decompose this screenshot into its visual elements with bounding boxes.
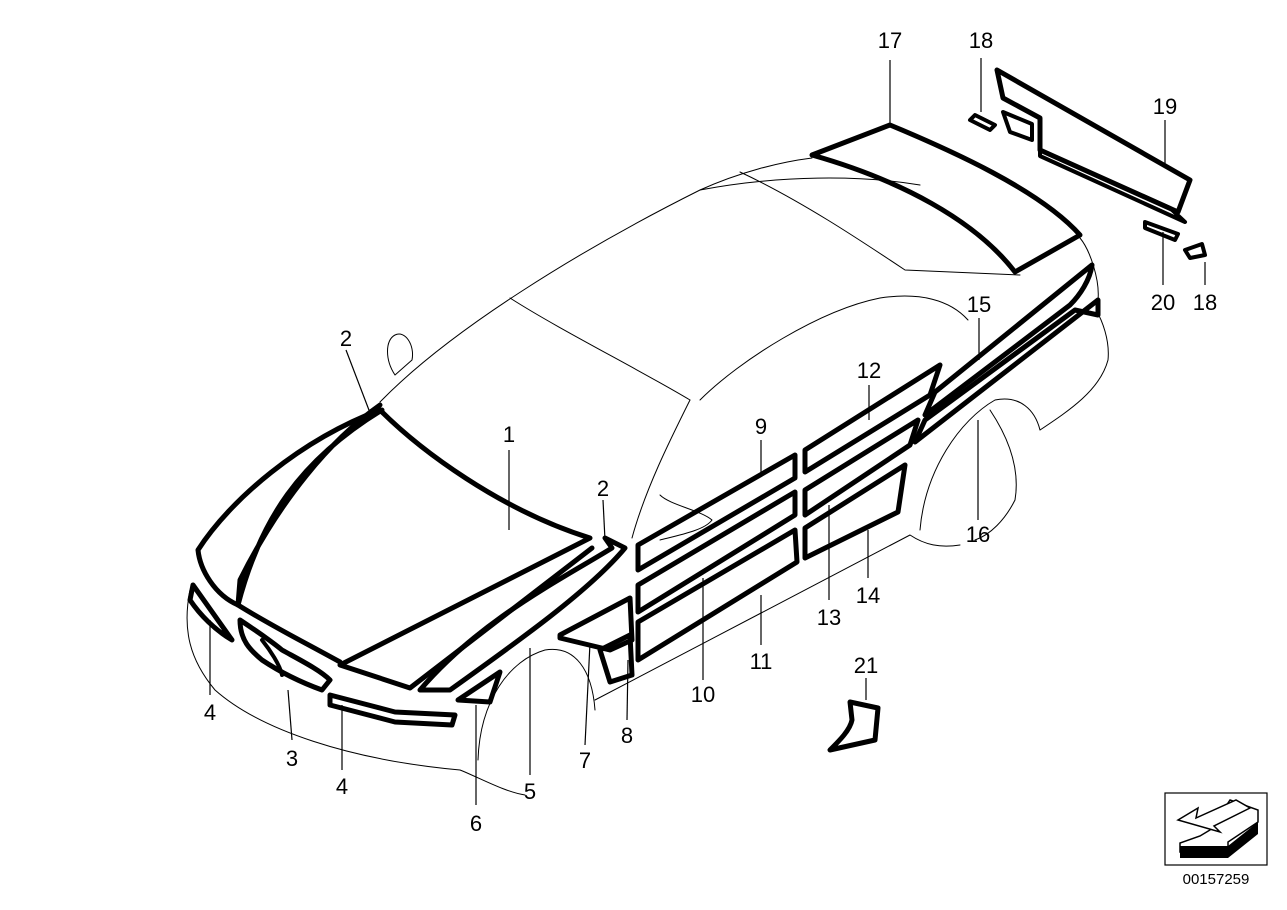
car-body-outline [186,157,1109,796]
bonnet-foil [337,407,595,691]
callout-1: 1 [503,422,515,447]
kidney-grille [237,617,333,693]
trim-parts [187,67,1207,753]
callout-12: 12 [857,358,881,383]
callout-3: 3 [286,746,298,771]
callout-2-right: 2 [597,476,609,501]
callout-4-right: 4 [336,774,348,799]
door-foil-lower-rear [802,462,908,561]
trim-strip-foil [1143,220,1180,242]
hood-stripe-left [235,402,385,608]
diagram-code: 00157259 [1183,871,1250,888]
emblem-foil-left [968,113,997,132]
arrow-pointer-icon [1176,799,1259,858]
front-fender-foil [557,595,635,653]
door-foil-upper-front [635,452,798,573]
callout-19: 19 [1153,94,1177,119]
callout-13: 13 [817,605,841,630]
callout-17: 17 [878,28,902,53]
callout-14: 14 [856,583,880,608]
fender-foil [455,669,503,705]
door-foil-upper-rear [802,362,943,475]
callout-9: 9 [755,414,767,439]
rear-quarter-foil-upper [922,262,1095,418]
callout-18-top: 18 [969,28,993,53]
door-foil-mid-rear [802,417,921,518]
pillar-foil [827,699,881,753]
door-foil-lower-front [635,527,800,663]
callout-5: 5 [524,779,536,804]
leader-lines [209,58,1206,805]
bonnet-edge [195,407,383,665]
callout-21: 21 [854,653,878,678]
callout-4-left: 4 [204,700,216,725]
callout-20: 20 [1151,290,1175,315]
callout-8: 8 [621,723,633,748]
callout-10: 10 [691,682,715,707]
callout-15: 15 [967,292,991,317]
trunk-lid-foil [809,122,1083,275]
callout-7: 7 [579,748,591,773]
orientation-icon-box [1164,792,1268,866]
callout-labels: 1 2 2 3 4 4 5 6 7 8 9 10 11 12 13 14 15 … [204,28,1217,836]
callout-16: 16 [966,522,990,547]
emblem-foil-right [1183,242,1207,260]
hood-stripe-right [417,535,628,693]
callout-6: 6 [470,811,482,836]
headlight-strip-left [187,582,235,643]
callout-18-right: 18 [1193,290,1217,315]
callout-11: 11 [750,649,773,674]
callout-2-left: 2 [340,326,352,351]
rear-quarter-foil-lower [912,297,1101,445]
bumper-strip-right [327,692,458,728]
door-sill-front [597,632,635,685]
door-foil-mid-front [635,489,798,615]
